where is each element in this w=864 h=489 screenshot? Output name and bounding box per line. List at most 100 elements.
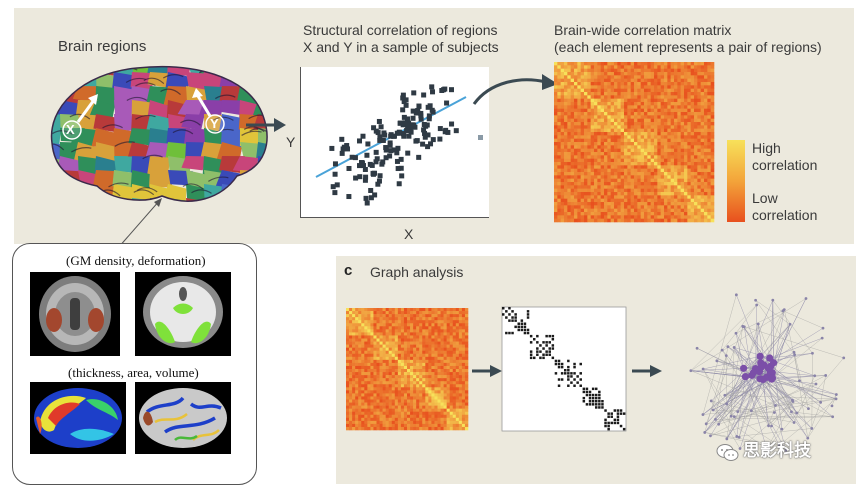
matrix-cell [376,402,380,406]
brain-sulcus-line [250,168,268,174]
matrix-cell [697,65,701,69]
matrix-cell [382,375,386,379]
matrix-cell [687,152,691,156]
matrix-cell [346,414,350,419]
matrix-cell [670,208,675,213]
matrix-cell [614,178,618,183]
matrix-cell [554,105,558,109]
matrix-cell [700,205,705,209]
matrix-cell [449,399,454,403]
matrix-cell [694,165,698,169]
matrix-cell [431,308,435,312]
matrix-cell [410,308,414,312]
matrix-cell [358,326,362,330]
matrix-cell [410,317,414,321]
matrix-cell [594,158,598,163]
matrix-cell [425,344,429,348]
matrix-cell [690,158,695,163]
matrix-cell [560,142,565,146]
matrix-cell [379,393,383,397]
scatter-point [373,159,379,165]
matrix-cell [364,311,368,315]
matrix-cell [577,118,581,123]
matrix-cell [620,68,625,73]
matrix-cell [385,362,389,367]
matrix-cell [376,308,380,312]
matrix-cell [464,329,469,333]
matrix-cell [630,198,635,203]
matrix-cell [407,387,411,391]
matrix-cell [422,359,426,364]
matrix-cell [584,168,588,173]
matrix-cell [370,350,374,355]
graph-node [807,407,810,410]
matrix-cell [697,108,701,113]
matrix-cell [667,115,671,119]
binary-matrix-cell [613,421,617,425]
matrix-cell [458,359,463,364]
matrix-cell [590,95,595,99]
graph-node [765,447,769,451]
graph-node [701,367,705,371]
matrix-cell [560,208,565,213]
matrix-cell [704,165,708,169]
matrix-cell [449,381,454,385]
matrix-cell [560,88,565,93]
matrix-cell [564,198,568,203]
matrix-cell [650,212,655,216]
matrix-cell [654,125,658,129]
matrix-cell [364,338,368,342]
matrix-cell [630,128,635,133]
matrix-cell [422,369,426,373]
matrix-cell [455,338,460,342]
matrix-cell [425,420,429,425]
matrix-cell [413,326,417,330]
matrix-cell [557,142,561,146]
matrix-cell [400,308,405,312]
matrix-cell [428,387,432,391]
matrix-cell [403,350,408,355]
matrix-cell [694,65,698,69]
scatter-point [453,128,459,134]
matrix-cell [461,408,466,412]
matrix-cell [660,175,665,179]
matrix-cell [431,326,435,330]
matrix-cell [385,308,389,312]
matrix-cell [554,158,558,163]
matrix-cell [654,68,658,73]
matrix-cell [700,72,705,76]
brain-region-patch [220,100,243,116]
matrix-cell [370,335,374,339]
graph-node [792,350,796,354]
binary-matrix-cell [616,412,620,415]
matrix-cell [560,138,565,143]
matrix-cell [564,98,568,103]
matrix-cell [577,202,581,206]
matrix-cell [687,78,691,83]
matrix-cell [455,381,460,385]
matrix-cell [452,323,457,327]
matrix-cell [710,152,715,156]
matrix-cell [690,178,695,183]
matrix-cell [574,95,578,99]
matrix-cell [434,384,438,388]
matrix-cell [594,198,598,203]
graph-node [714,417,717,421]
matrix-cell [564,185,568,189]
matrix-cell [449,378,454,382]
matrix-cell [385,329,389,333]
graph-node [725,402,729,406]
matrix-cell [684,78,688,83]
matrix-cell [397,402,402,406]
matrix-cell [413,420,417,425]
matrix-cell [644,65,648,69]
matrix-cell [416,393,420,397]
matrix-cell [654,122,658,126]
matrix-cell [355,402,359,406]
binary-matrix-cell [545,334,548,338]
matrix-cell [422,320,426,324]
matrix-cell [637,208,641,213]
matrix-cell [376,365,380,370]
matrix-cell [397,350,402,355]
matrix-cell [403,365,408,370]
